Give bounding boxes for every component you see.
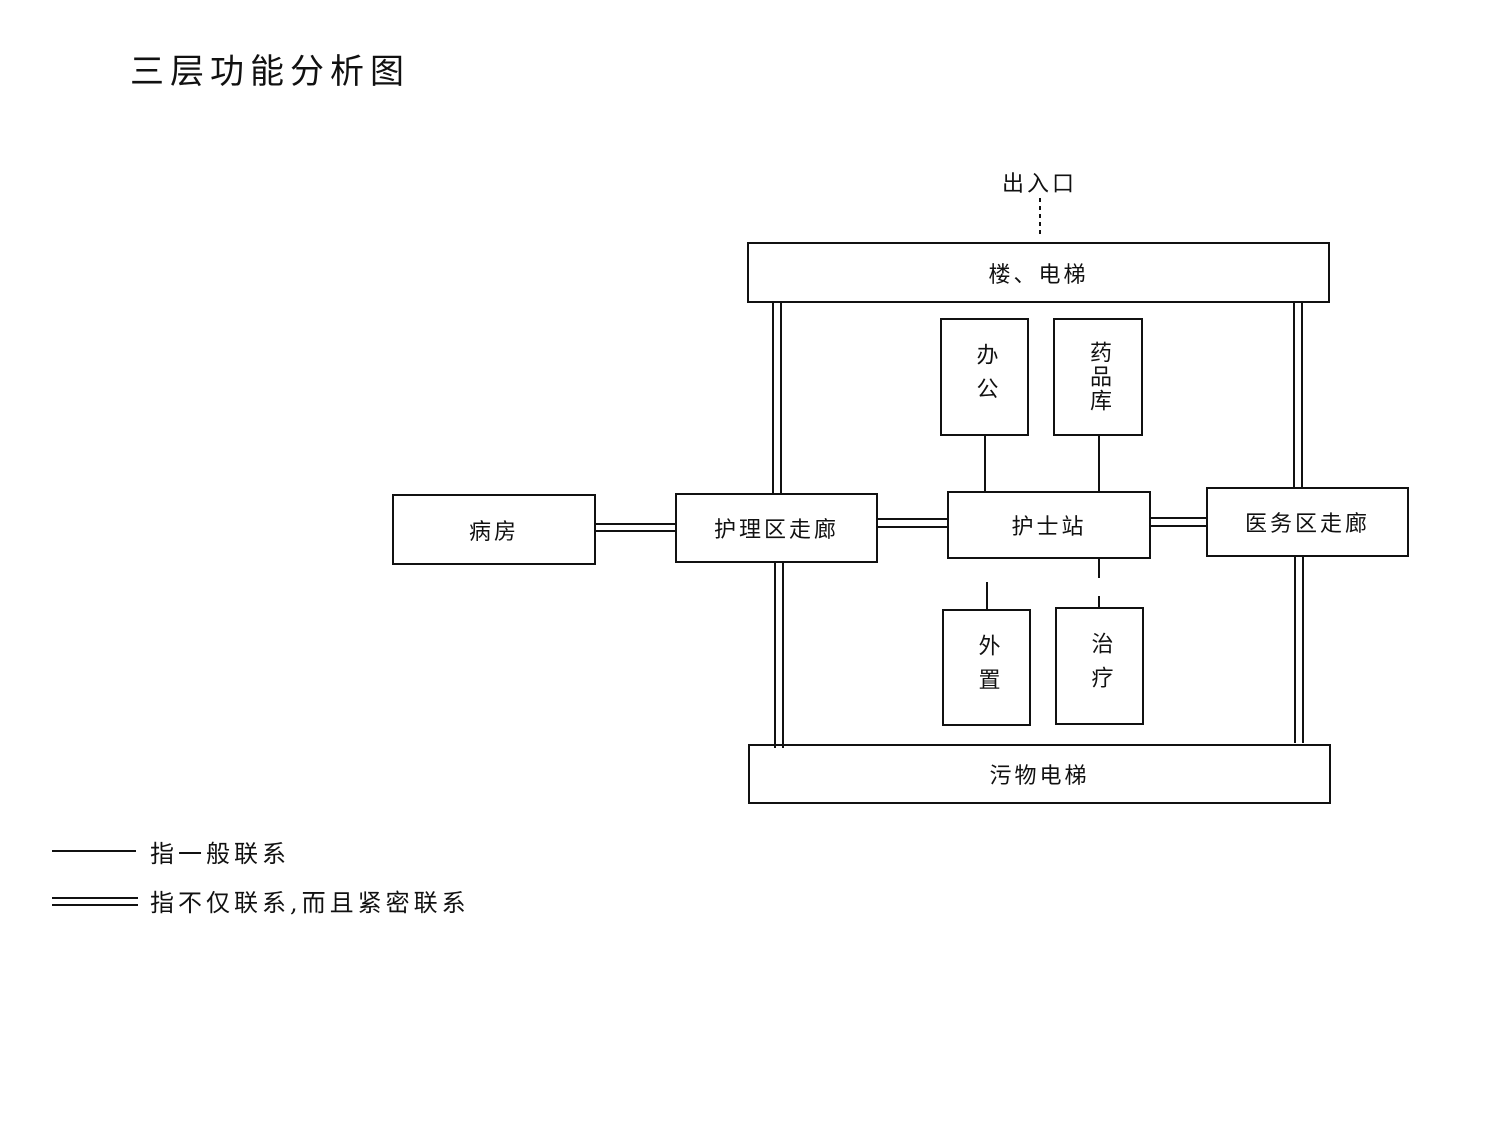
nursing-corridor-box: 护理区走廊 xyxy=(675,493,878,563)
medical-corridor-label: 医务区走廊 xyxy=(1244,512,1370,537)
pharmacy-box: 药品库 xyxy=(1053,318,1143,436)
medical-corridor-box: 医务区走廊 xyxy=(1206,487,1409,557)
page-title: 三层功能分析图 xyxy=(130,52,410,92)
legend-single-text: 指一般联系 xyxy=(150,840,290,868)
ward-label: 病房 xyxy=(468,519,519,545)
office-label: 办公 xyxy=(972,343,998,411)
legend-double-text: 指不仅联系,而且紧密联系 xyxy=(150,889,470,917)
stairs-elevator-box: 楼、电梯 xyxy=(747,242,1330,303)
stairs-elevator-label: 楼、电梯 xyxy=(988,262,1089,288)
nurse-station-box: 护士站 xyxy=(947,491,1151,559)
pharmacy-label: 药品库 xyxy=(1086,341,1111,413)
treatment-label: 治疗 xyxy=(1087,632,1113,700)
entrance-label: 出入口 xyxy=(1002,172,1078,197)
treatment-box: 治疗 xyxy=(1055,607,1144,725)
ward-box: 病房 xyxy=(392,494,596,565)
dirty-elevator-box: 污物电梯 xyxy=(748,744,1331,804)
disposal-label: 外置 xyxy=(974,633,1000,702)
disposal-box: 外置 xyxy=(942,609,1031,726)
office-box: 办公 xyxy=(940,318,1029,436)
dirty-elevator-label: 污物电梯 xyxy=(989,764,1090,789)
nurse-station-label: 护士站 xyxy=(1011,515,1087,540)
nursing-corridor-label: 护理区走廊 xyxy=(713,518,839,543)
